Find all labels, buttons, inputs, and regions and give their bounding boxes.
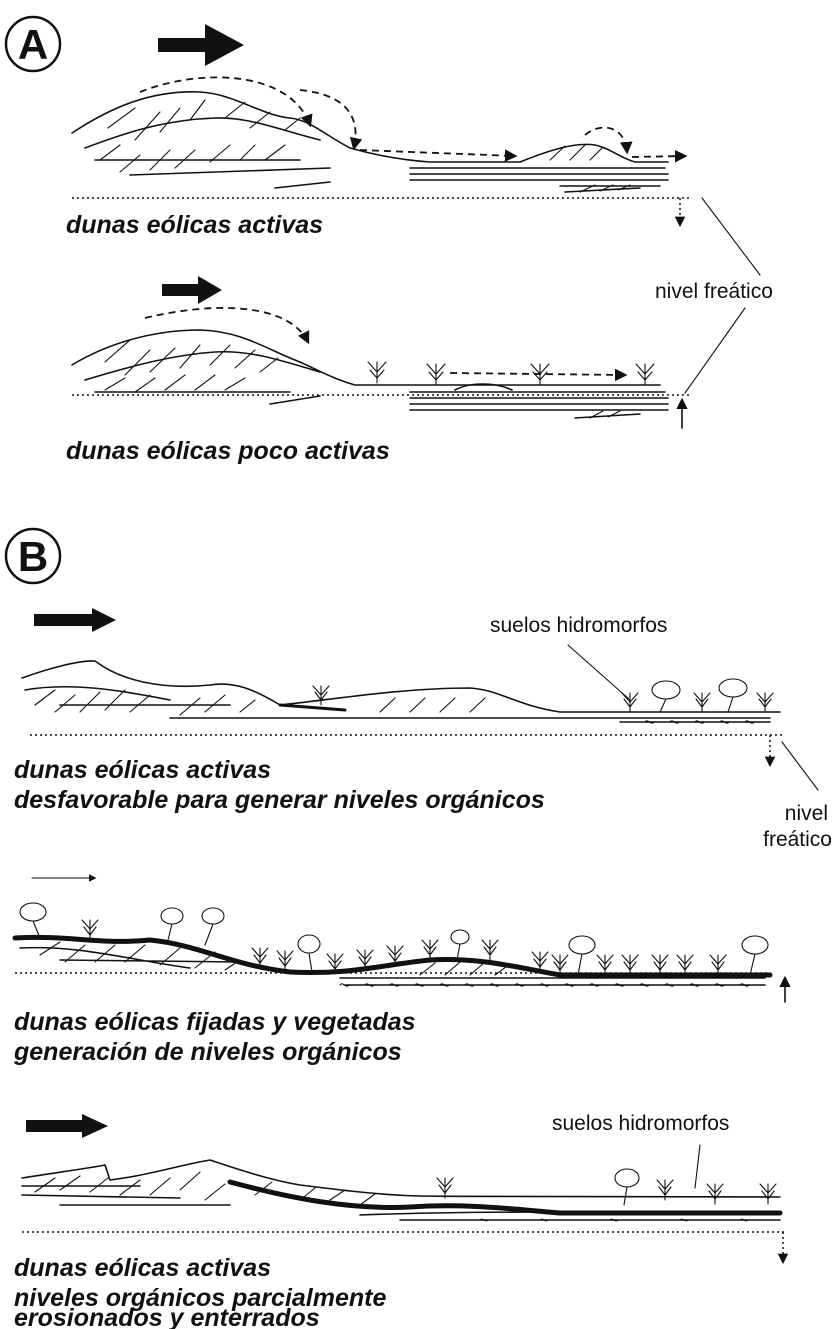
plant-icon [694, 693, 710, 712]
caption-b1-line-1: dunas eólicas activas [14, 756, 271, 784]
wind-arrow-icon [162, 276, 222, 304]
caption-b3-line-3: erosionados y enterrados [14, 1304, 320, 1329]
dune-section-less-active [72, 276, 690, 428]
tree-icon [652, 681, 680, 712]
tree-icon [202, 908, 224, 945]
caption-less-active-dunes: dunas eólicas poco activas [66, 437, 390, 465]
badge-a: A [6, 17, 60, 71]
tree-icon [451, 930, 469, 960]
caption-b3-line-1: dunas eólicas activas [14, 1254, 271, 1282]
plant-icon [313, 686, 329, 705]
label-water-table: nivel freático [655, 280, 773, 303]
dune-section-b3 [22, 1160, 785, 1262]
badge-b-letter: B [18, 533, 48, 580]
plant-icon [652, 955, 668, 975]
badge-b: B [6, 529, 60, 583]
plant-icon [422, 940, 438, 960]
dune-section-active [72, 77, 690, 225]
plant-icon [277, 951, 293, 971]
label-hydromorphic-soils-top: suelos hidromorfos [490, 614, 667, 637]
dune-section-b2 [15, 903, 785, 1002]
plant-icon [622, 955, 638, 975]
wind-arrow-icon [26, 1114, 108, 1138]
plant-icon [437, 1178, 453, 1198]
tree-icon [20, 903, 46, 938]
panel-a: A [6, 17, 773, 465]
plant-icon [707, 1184, 723, 1204]
dune-section-b1 [22, 661, 785, 765]
plant-icon [757, 693, 773, 712]
tree-icon [569, 936, 595, 975]
plant-icon [482, 940, 498, 960]
panel-b: B suelos hidromorfos dunas eólicas activ… [6, 529, 832, 1329]
tree-icon [298, 935, 320, 972]
plant-icon [368, 362, 386, 383]
label-hydromorphic-soils-bottom: suelos hidromorfos [552, 1112, 729, 1135]
wind-arrow-icon [34, 608, 116, 632]
tree-icon [719, 679, 747, 712]
plant-icon [710, 955, 726, 975]
plant-icon [82, 920, 98, 940]
wind-arrow-icon [158, 24, 244, 66]
caption-b2-line-2: generación de niveles orgánicos [13, 1038, 402, 1066]
badge-a-letter: A [18, 21, 48, 68]
caption-b1-line-2: desfavorable para generar niveles orgáni… [14, 786, 545, 814]
plant-icon [622, 693, 638, 712]
tree-icon [742, 936, 768, 975]
plant-icon [597, 955, 613, 975]
plant-icon [427, 364, 445, 385]
caption-b2-line-1: dunas eólicas fijadas y vegetadas [14, 1008, 416, 1036]
label-water-table-b-line-1: nivel [785, 802, 828, 825]
tree-icon [615, 1169, 639, 1205]
plant-icon [760, 1184, 776, 1204]
label-water-table-b-line-2: freático [763, 828, 832, 851]
caption-active-dunes: dunas eólicas activas [66, 211, 323, 239]
tree-icon [161, 908, 183, 940]
plant-icon [677, 955, 693, 975]
plant-icon [636, 364, 654, 385]
